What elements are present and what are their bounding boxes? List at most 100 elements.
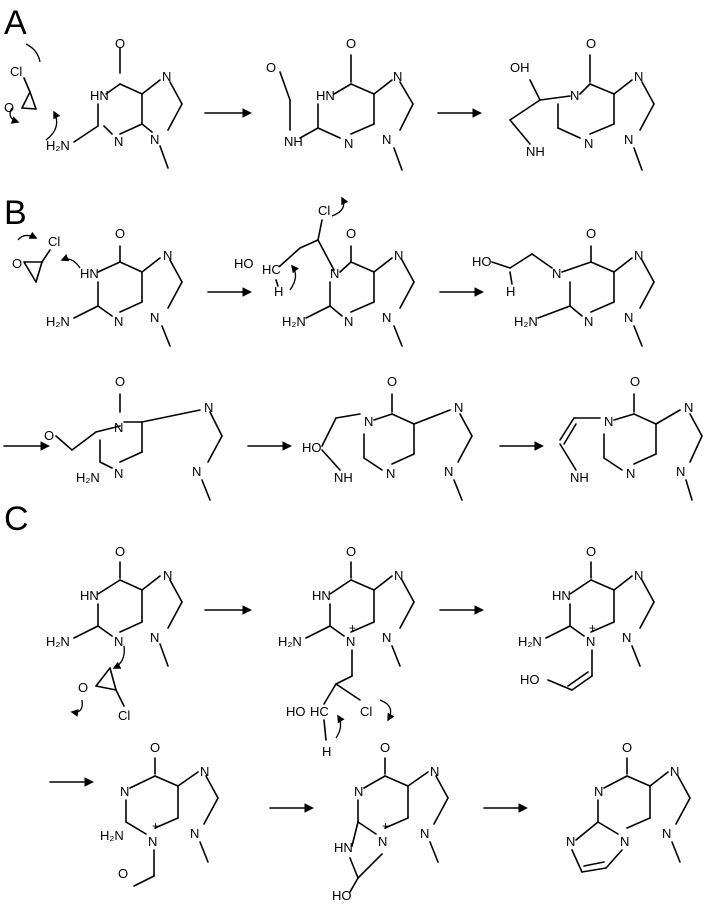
svg-text:H: H xyxy=(322,744,331,759)
hydroxy-etheno-cation: O N N + HN HO N N xyxy=(332,740,449,903)
svg-text:NH: NH xyxy=(284,134,303,149)
svg-text:Cl: Cl xyxy=(318,203,330,218)
panel-label-c: C xyxy=(4,500,29,538)
svg-text:Cl: Cl xyxy=(118,708,130,723)
svg-text:N: N xyxy=(150,132,159,147)
svg-text:O: O xyxy=(150,740,160,755)
chlorohydrin-cation-adduct: O HN N + H₂N N N HO HC Cl H xyxy=(278,544,415,759)
svg-text:O: O xyxy=(4,100,14,115)
svg-text:H₂N: H₂N xyxy=(76,470,100,485)
svg-text:N: N xyxy=(386,466,395,481)
svg-text:NH: NH xyxy=(526,144,545,159)
svg-text:N: N xyxy=(346,634,355,649)
svg-text:HO: HO xyxy=(302,440,322,455)
aldehyde-guanine-adduct: O HN N N N NH O xyxy=(266,36,414,171)
svg-text:H: H xyxy=(506,284,515,299)
svg-text:O: O xyxy=(12,256,22,271)
svg-text:N: N xyxy=(394,248,403,263)
svg-text:N: N xyxy=(684,400,693,415)
svg-text:O: O xyxy=(115,36,125,51)
svg-text:H₂N: H₂N xyxy=(518,634,542,649)
aldehyde-cation-adduct: O N N + H₂N N N O xyxy=(100,740,219,887)
svg-text:HN: HN xyxy=(80,266,99,281)
svg-text:N: N xyxy=(584,136,593,151)
svg-text:H₂N: H₂N xyxy=(282,314,306,329)
svg-text:N: N xyxy=(192,464,201,479)
svg-text:+: + xyxy=(349,621,356,635)
guanine-ring-a1: HN N H₂N N N xyxy=(46,69,183,169)
svg-text:N: N xyxy=(552,266,561,281)
svg-text:N: N xyxy=(114,466,123,481)
svg-text:H₂N: H₂N xyxy=(514,314,538,329)
svg-text:HO: HO xyxy=(286,704,306,719)
svg-text:N: N xyxy=(570,88,579,103)
svg-text:O: O xyxy=(346,36,356,51)
svg-text:N: N xyxy=(634,248,643,263)
svg-text:N: N xyxy=(622,630,631,645)
svg-text:O: O xyxy=(380,740,390,755)
svg-text:O: O xyxy=(115,226,125,241)
svg-text:N: N xyxy=(354,784,363,799)
svg-text:O: O xyxy=(586,36,596,51)
svg-text:HC: HC xyxy=(310,704,329,719)
aldehyde-guanine-adduct: O O N N H₂N N N xyxy=(44,374,223,501)
svg-text:N: N xyxy=(586,634,595,649)
svg-text:H₂N: H₂N xyxy=(100,828,124,843)
svg-text:N: N xyxy=(330,266,339,281)
svg-text:Cl: Cl xyxy=(360,704,372,719)
svg-text:O: O xyxy=(115,374,125,389)
svg-text:HN: HN xyxy=(552,588,571,603)
svg-text:HN: HN xyxy=(316,88,335,103)
guanine-molecule: O HN N H₂N N N xyxy=(46,544,183,667)
svg-text:O: O xyxy=(346,544,356,559)
svg-text:HC: HC xyxy=(262,262,281,277)
svg-text:HN: HN xyxy=(80,588,99,603)
svg-text:N: N xyxy=(190,826,199,841)
svg-text:N: N xyxy=(378,834,387,849)
svg-text:HN: HN xyxy=(90,88,109,103)
svg-text:N: N xyxy=(114,314,123,329)
svg-text:O: O xyxy=(266,60,276,75)
guanine-molecule: O HN N H₂N N N xyxy=(46,226,183,347)
svg-text:N: N xyxy=(382,132,391,147)
svg-text:N: N xyxy=(584,314,593,329)
svg-text:N: N xyxy=(634,69,643,84)
chloroepoxide: O Cl xyxy=(70,645,130,723)
svg-text:O: O xyxy=(44,428,54,443)
svg-text:N: N xyxy=(624,132,633,147)
svg-text:N: N xyxy=(676,464,685,479)
hydroxy-etheno-guanine: OH O N N NH N N xyxy=(509,36,655,171)
svg-text:N: N xyxy=(393,69,402,84)
chloroepoxide: Cl O xyxy=(4,43,61,141)
svg-text:N: N xyxy=(626,466,635,481)
svg-text:N: N xyxy=(120,784,129,799)
svg-text:H₂N: H₂N xyxy=(46,634,70,649)
panel-label-a: A xyxy=(4,4,27,42)
svg-text:O: O xyxy=(78,680,88,695)
svg-text:HO: HO xyxy=(472,254,492,269)
svg-text:N: N xyxy=(114,134,123,149)
svg-text:N: N xyxy=(624,310,633,325)
svg-text:H₂N: H₂N xyxy=(46,314,70,329)
svg-text:N: N xyxy=(430,764,439,779)
svg-text:N: N xyxy=(662,826,671,841)
svg-text:N: N xyxy=(200,764,209,779)
svg-text:N: N xyxy=(604,414,613,429)
svg-text:HN: HN xyxy=(312,588,331,603)
etheno-guanine: O N N NH N N xyxy=(559,374,703,501)
svg-text:O: O xyxy=(387,374,397,389)
svg-text:N: N xyxy=(566,834,575,849)
svg-text:Cl: Cl xyxy=(48,234,60,249)
enol-adduct: HO H O N N H₂N N N xyxy=(472,226,655,347)
svg-text:N: N xyxy=(344,314,353,329)
svg-text:N: N xyxy=(150,310,159,325)
svg-text:O: O xyxy=(622,740,632,755)
svg-text:O: O xyxy=(346,226,356,241)
svg-text:N: N xyxy=(420,826,429,841)
svg-text:N: N xyxy=(620,834,629,849)
etheno-guanine-product: O N N N N N xyxy=(566,740,691,873)
svg-text:NH: NH xyxy=(570,470,589,485)
svg-text:N: N xyxy=(594,784,603,799)
svg-text:O: O xyxy=(115,544,125,559)
